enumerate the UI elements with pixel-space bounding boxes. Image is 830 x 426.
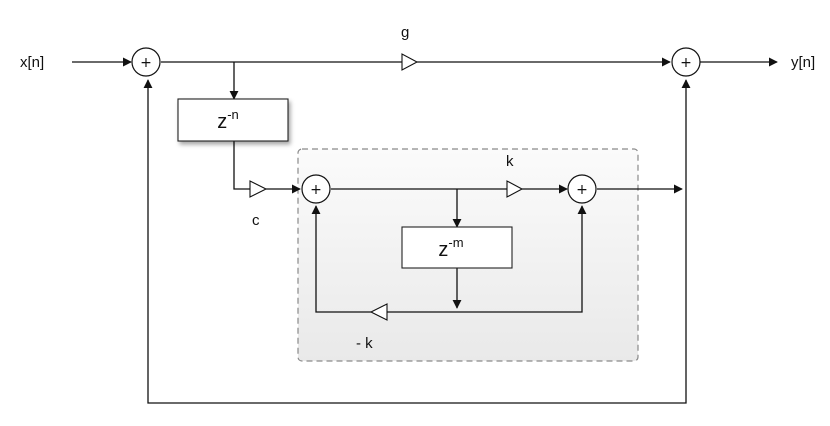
inner-delay-block: z-m: [401, 226, 513, 269]
svg-text:+: +: [680, 55, 692, 71]
svg-text:+: +: [576, 182, 588, 198]
outer-delay-block: z-n: [177, 98, 289, 142]
svg-text:z-n: z-n: [217, 107, 239, 133]
gain-neg-k-triangle: [369, 303, 388, 321]
sum-junction-inner-left: +: [301, 174, 331, 204]
sum-junction-input: +: [131, 47, 161, 77]
inner-delay-base: z: [438, 239, 448, 261]
sum-junction-inner-right: +: [567, 174, 597, 204]
inner-feedback-b: [311, 205, 371, 313]
gain-g-label: g: [401, 24, 409, 41]
outer-delay-base: z: [217, 111, 227, 133]
gain-k-triangle: [506, 180, 524, 198]
outer-delay-exponent: -n: [227, 107, 239, 122]
outer-delay-to-c: [233, 141, 250, 190]
outer-bottom-loop: [143, 79, 687, 404]
inner-delay-exponent: -m: [448, 235, 463, 250]
gain-neg-k-label: - k: [356, 335, 373, 352]
input-label: x[n]: [20, 54, 44, 71]
svg-text:+: +: [310, 182, 322, 198]
inner-right-feed: [457, 205, 587, 313]
gain-k-label: k: [506, 153, 514, 170]
svg-text:z-m: z-m: [438, 235, 463, 261]
gain-c-label: c: [252, 212, 260, 229]
gain-c-triangle: [249, 180, 268, 198]
gain-g-triangle: [401, 53, 419, 71]
output-label: y[n]: [791, 54, 815, 71]
svg-text:+: +: [140, 55, 152, 71]
sum-junction-output: +: [671, 47, 701, 77]
